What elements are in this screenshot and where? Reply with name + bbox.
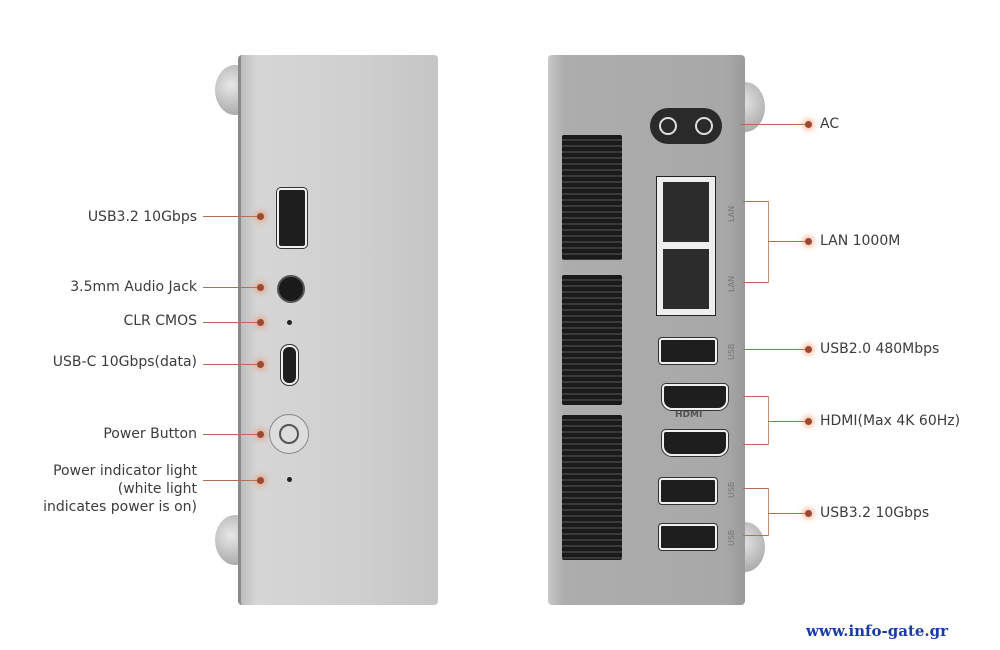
label-clr-cmos: CLR CMOS (123, 313, 197, 329)
power-ring-icon (279, 424, 299, 444)
label-power-indicator-2: (white light (117, 481, 197, 497)
callout-dot (257, 431, 264, 438)
leader-line (743, 396, 769, 397)
leader-line (203, 322, 260, 323)
callout-dot (257, 213, 264, 220)
front-panel (238, 55, 438, 605)
leader-line (203, 434, 260, 435)
power-button[interactable] (269, 414, 309, 454)
usb-marking: USB (727, 529, 736, 546)
audio-jack (277, 275, 305, 303)
watermark: www.info-gate.gr (806, 622, 949, 640)
vent-grille (562, 415, 622, 560)
leader-line (768, 488, 769, 536)
leader-line (743, 535, 769, 536)
leader-line (743, 488, 769, 489)
leader-line (743, 282, 769, 283)
label-hdmi: HDMI(Max 4K 60Hz) (820, 413, 961, 429)
label-power-button: Power Button (103, 426, 197, 442)
leader-line (203, 364, 260, 365)
callout-dot (805, 418, 812, 425)
clr-cmos-hole (287, 320, 292, 325)
usb3-port (659, 524, 717, 550)
power-led (287, 477, 292, 482)
leader-line (743, 349, 808, 350)
label-ac: AC (820, 116, 840, 132)
callout-dot (805, 510, 812, 517)
leader-line (768, 421, 808, 422)
hdmi-port (662, 384, 728, 410)
leader-line (768, 513, 808, 514)
ac-inlet (650, 108, 722, 144)
callout-dot (257, 319, 264, 326)
lan-ports (656, 176, 716, 316)
label-lan: LAN 1000M (820, 233, 901, 249)
leader-line (203, 216, 260, 217)
label-usb-c: USB-C 10Gbps(data) (52, 354, 197, 370)
vent-grille (562, 135, 622, 260)
leader-line (768, 396, 769, 445)
callout-dot (805, 238, 812, 245)
label-usb32-front: USB3.2 10Gbps (87, 209, 197, 225)
label-power-indicator-3: indicates power is on) (43, 499, 197, 515)
label-usb2: USB2.0 480Mbps (820, 341, 940, 357)
callout-dot (805, 121, 812, 128)
usb-marking: USB (727, 481, 736, 498)
usb-c-port (281, 345, 298, 385)
leader-line (768, 241, 808, 242)
label-audio-jack: 3.5mm Audio Jack (70, 279, 197, 295)
lan-marking: LAN (727, 205, 736, 222)
callout-dot (257, 361, 264, 368)
usb-marking: USB (727, 343, 736, 360)
label-power-indicator-1: Power indicator light (53, 463, 197, 479)
label-usb3-rear: USB3.2 10Gbps (820, 505, 930, 521)
leader-line (203, 287, 260, 288)
callout-dot (257, 477, 264, 484)
leader-line (768, 201, 769, 283)
leader-line (743, 444, 769, 445)
leader-line (740, 124, 808, 125)
hdmi-port (662, 430, 728, 456)
vent-grille (562, 275, 622, 405)
usb2-port (659, 338, 717, 364)
usb3-port (659, 478, 717, 504)
rj45-port (663, 182, 709, 242)
rj45-port (663, 249, 709, 309)
callout-dot (805, 346, 812, 353)
lan-marking: LAN (727, 275, 736, 292)
usb-a-port-front (277, 188, 307, 248)
hdmi-logo: HDMI (675, 410, 703, 420)
leader-line (203, 480, 260, 481)
leader-line (743, 201, 769, 202)
callout-dot (257, 284, 264, 291)
